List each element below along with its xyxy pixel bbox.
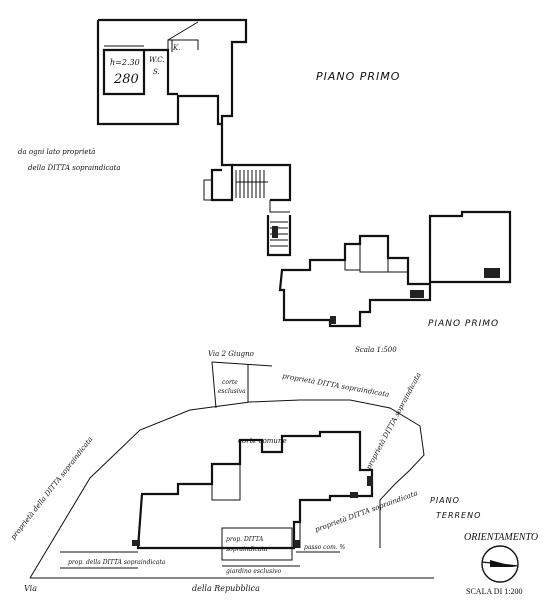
stairs-upper — [232, 163, 292, 202]
s-label: S. — [153, 68, 160, 76]
piano-primo-title-top: PIANO PRIMO — [316, 70, 400, 83]
della-repubblica-label: della Repubblica — [192, 584, 260, 593]
prop-ditta-left: proprietà della DITTA sopraindicata — [9, 435, 94, 541]
corte-esclusiva-line-1: corte — [222, 379, 238, 386]
giardino-esclusivo-label: giardino esclusivo — [226, 568, 282, 575]
scale-500-label: Scala 1:500 — [355, 346, 397, 354]
prop-ditta-bottom: prop. della DITTA sopraindicata — [68, 559, 166, 566]
corte-esclusiva-line-2: esclusiva — [218, 388, 246, 395]
k-label: K. — [172, 44, 180, 52]
scale-200-label: SCALA DI 1:200 — [466, 587, 522, 596]
compass-icon — [481, 545, 519, 583]
prop-ditta-top: proprietà DITTA sopraindicata — [282, 372, 390, 399]
piano-label: PIANO — [430, 496, 460, 505]
ground-floor-site — [29, 361, 434, 579]
prop-ditta-inner-line-2: sopraindicata — [226, 546, 268, 553]
height-label: h=2.30 — [110, 58, 140, 67]
upper-floor-plan: h=2.30 280 W.C. S. K. — [96, 18, 292, 257]
note-line-1: da ogni lato proprietà — [18, 148, 95, 156]
prop-ditta-right: proprietà DITTA sopraindicata — [365, 371, 423, 471]
orientamento-label: ORIENTAMENTO — [464, 532, 538, 543]
piano-primo-title-mid: PIANO PRIMO — [428, 319, 499, 329]
terreno-label: TERRENO — [436, 511, 481, 520]
corte-comune-label: corte comune — [238, 437, 287, 445]
wc-label: W.C. — [149, 56, 165, 64]
note-line-2: della DITTA sopraindicata — [28, 164, 121, 172]
prop-ditta-inner-line-1: prop. DITTA — [226, 536, 264, 543]
stairs-lower — [266, 215, 292, 257]
via-giugno-label: Via 2 Giugno — [208, 350, 254, 358]
passo-comune-label: passo com. % — [304, 544, 346, 551]
middle-floor-plan — [278, 210, 512, 328]
via-label: Via — [24, 584, 37, 593]
room-number: 280 — [113, 72, 139, 87]
